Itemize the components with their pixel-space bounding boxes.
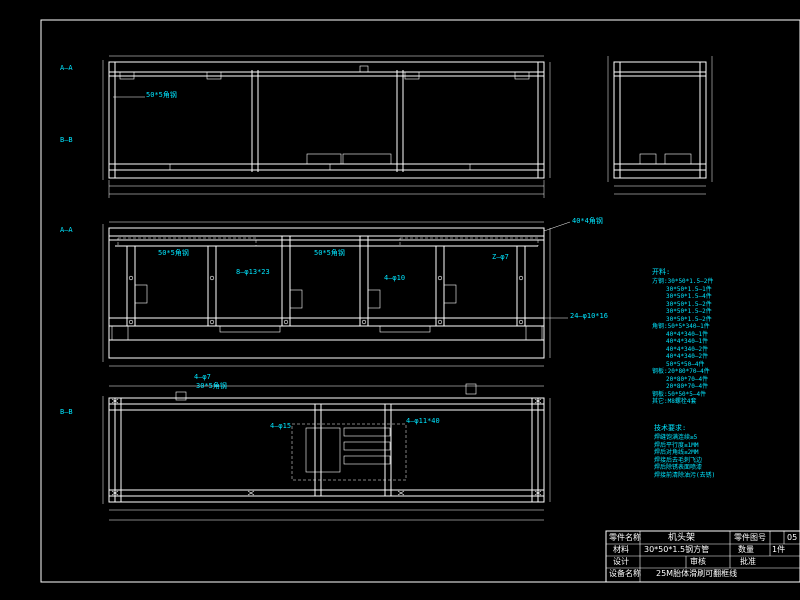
note-line: 30*50*1.5—4件 xyxy=(666,293,712,300)
section-label-a-mid: A—A xyxy=(60,226,73,234)
bottom-plan-view xyxy=(102,383,551,521)
callout-mid-hole-8: 8—φ13*23 xyxy=(236,268,270,276)
callout-mid-angle-top-right: 40*4角钢 xyxy=(572,217,603,225)
note-line: 20*80*70—4件 xyxy=(666,375,709,383)
tech-list: 焊缝饱满连续≥5 焊后平行度≤1MM 焊后对角线≤2MM 焊接后去毛刺飞边 焊后… xyxy=(654,434,715,479)
tb-material: 30*50*1.5钢方管 xyxy=(644,545,710,554)
middle-section-view xyxy=(102,221,571,367)
tb-material-label: 材料 xyxy=(613,545,629,554)
callout-top-angle: 50*5角钢 xyxy=(146,91,177,99)
note-line: 30*50*1.5—2件 xyxy=(666,300,712,308)
top-front-view xyxy=(102,55,551,198)
note-line: 角钢:50*5*340—1件 xyxy=(652,323,710,330)
title-block xyxy=(605,530,800,583)
tb-drawing-no-label: 零件图号 xyxy=(734,533,766,542)
note-line: 钢板:50*50*5—4件 xyxy=(652,390,707,398)
tb-part-name: 机头架 xyxy=(668,533,696,543)
tb-qty: 1件 xyxy=(772,545,786,554)
drawing-frame xyxy=(40,19,800,583)
tb-equipment-label: 设备名称 xyxy=(609,569,641,578)
tb-qty-label: 数量 xyxy=(738,545,754,554)
note-line: 方钢:30*50*1.5—2件 xyxy=(652,278,714,285)
note-line: 30*50*1.5—2件 xyxy=(666,308,712,315)
tech-line: 焊接前清除油污(去锈) xyxy=(654,471,716,479)
tech-line: 焊后除锈表面喷漆 xyxy=(654,464,703,471)
section-label-b-top: B—B xyxy=(60,136,73,144)
note-line: 其它:M8螺栓4套 xyxy=(652,398,697,405)
notes-heading: 开料: xyxy=(652,268,671,276)
callout-bot-hole-4-11: 4—φ11*40 xyxy=(406,417,440,425)
tech-heading: 技术要求: xyxy=(654,424,687,432)
top-side-view xyxy=(607,56,713,195)
note-line: 30*50*1.5—1件 xyxy=(666,285,712,293)
note-line: 40*4*340—1件 xyxy=(666,338,709,345)
tech-line: 焊后对角线≤2MM xyxy=(654,449,699,456)
callout-mid-hole-4-10: 4—φ10 xyxy=(384,274,406,282)
callout-bot-hole-4-15: 4—φ15 xyxy=(270,422,292,430)
tech-line: 焊缝饱满连续≥5 xyxy=(654,434,698,441)
tb-approve-label: 批准 xyxy=(740,557,756,566)
callout-mid-angle-center: 50*5角钢 xyxy=(314,249,345,257)
tb-drawing-no: 05 xyxy=(787,533,798,542)
tb-equipment: 25M胎体滑刷可翻框线 xyxy=(656,569,738,578)
tb-design-label: 设计 xyxy=(613,557,629,566)
callout-mid-angle-left: 50*5角钢 xyxy=(158,249,189,257)
section-label-b-bot: B—B xyxy=(60,408,73,416)
callout-mid-z: Z—φ7 xyxy=(492,253,509,261)
note-line: 40*4*340—2件 xyxy=(666,353,709,360)
note-line: 20*80*70—4件 xyxy=(666,383,709,390)
tech-line: 焊后平行度≤1MM xyxy=(654,441,699,449)
tb-review-label: 审核 xyxy=(690,557,706,566)
note-line: 30*50*1.5—2件 xyxy=(666,315,712,323)
note-line: 钢板:20*80*70—4件 xyxy=(652,368,710,375)
callout-bot-angle: 30*5角钢 xyxy=(196,382,227,390)
note-line: 40*4*340—2件 xyxy=(666,345,709,353)
note-line: 40*4*340—1件 xyxy=(666,330,709,338)
tech-line: 焊接后去毛刺飞边 xyxy=(654,456,703,464)
tb-part-name-label: 零件名称 xyxy=(609,533,641,542)
notes-list: 方钢:30*50*1.5—2件 30*50*1.5—1件 30*50*1.5—4… xyxy=(652,278,713,406)
note-line: 50*5*50—4件 xyxy=(666,360,705,368)
section-label-a-top: A—A xyxy=(60,64,73,72)
callout-mid-hole-24: 24—φ10*16 xyxy=(570,312,608,320)
callout-bot-hole-4-7: 4—φ7 xyxy=(194,373,211,381)
